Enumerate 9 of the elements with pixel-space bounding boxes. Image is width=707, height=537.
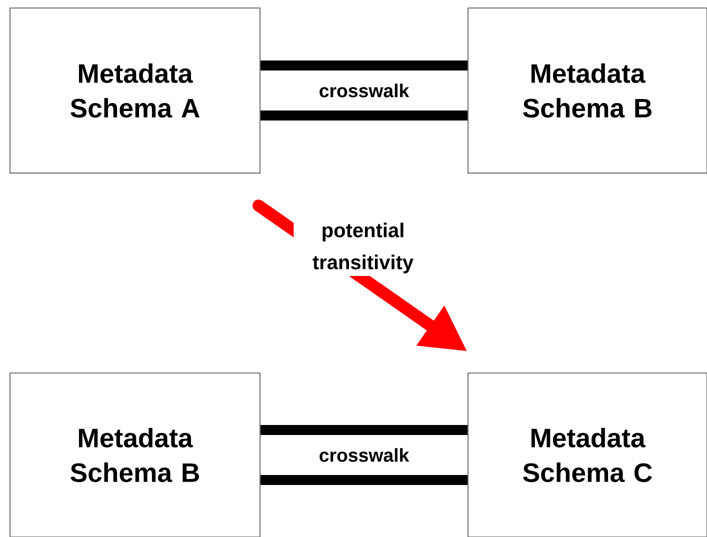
connector bbox=[260, 425, 468, 485]
edge-label: crosswalk bbox=[318, 446, 410, 464]
edge-label: potential transitivity bbox=[294, 220, 432, 276]
schema-box: Metadata Schema B bbox=[9, 372, 261, 537]
schema-box: Metadata Schema A bbox=[9, 7, 261, 174]
schema-box: Metadata Schema C bbox=[468, 372, 707, 537]
connector bbox=[260, 60, 468, 120]
schema-box: Metadata Schema B bbox=[468, 7, 707, 174]
edge-label: crosswalk bbox=[318, 82, 410, 99]
